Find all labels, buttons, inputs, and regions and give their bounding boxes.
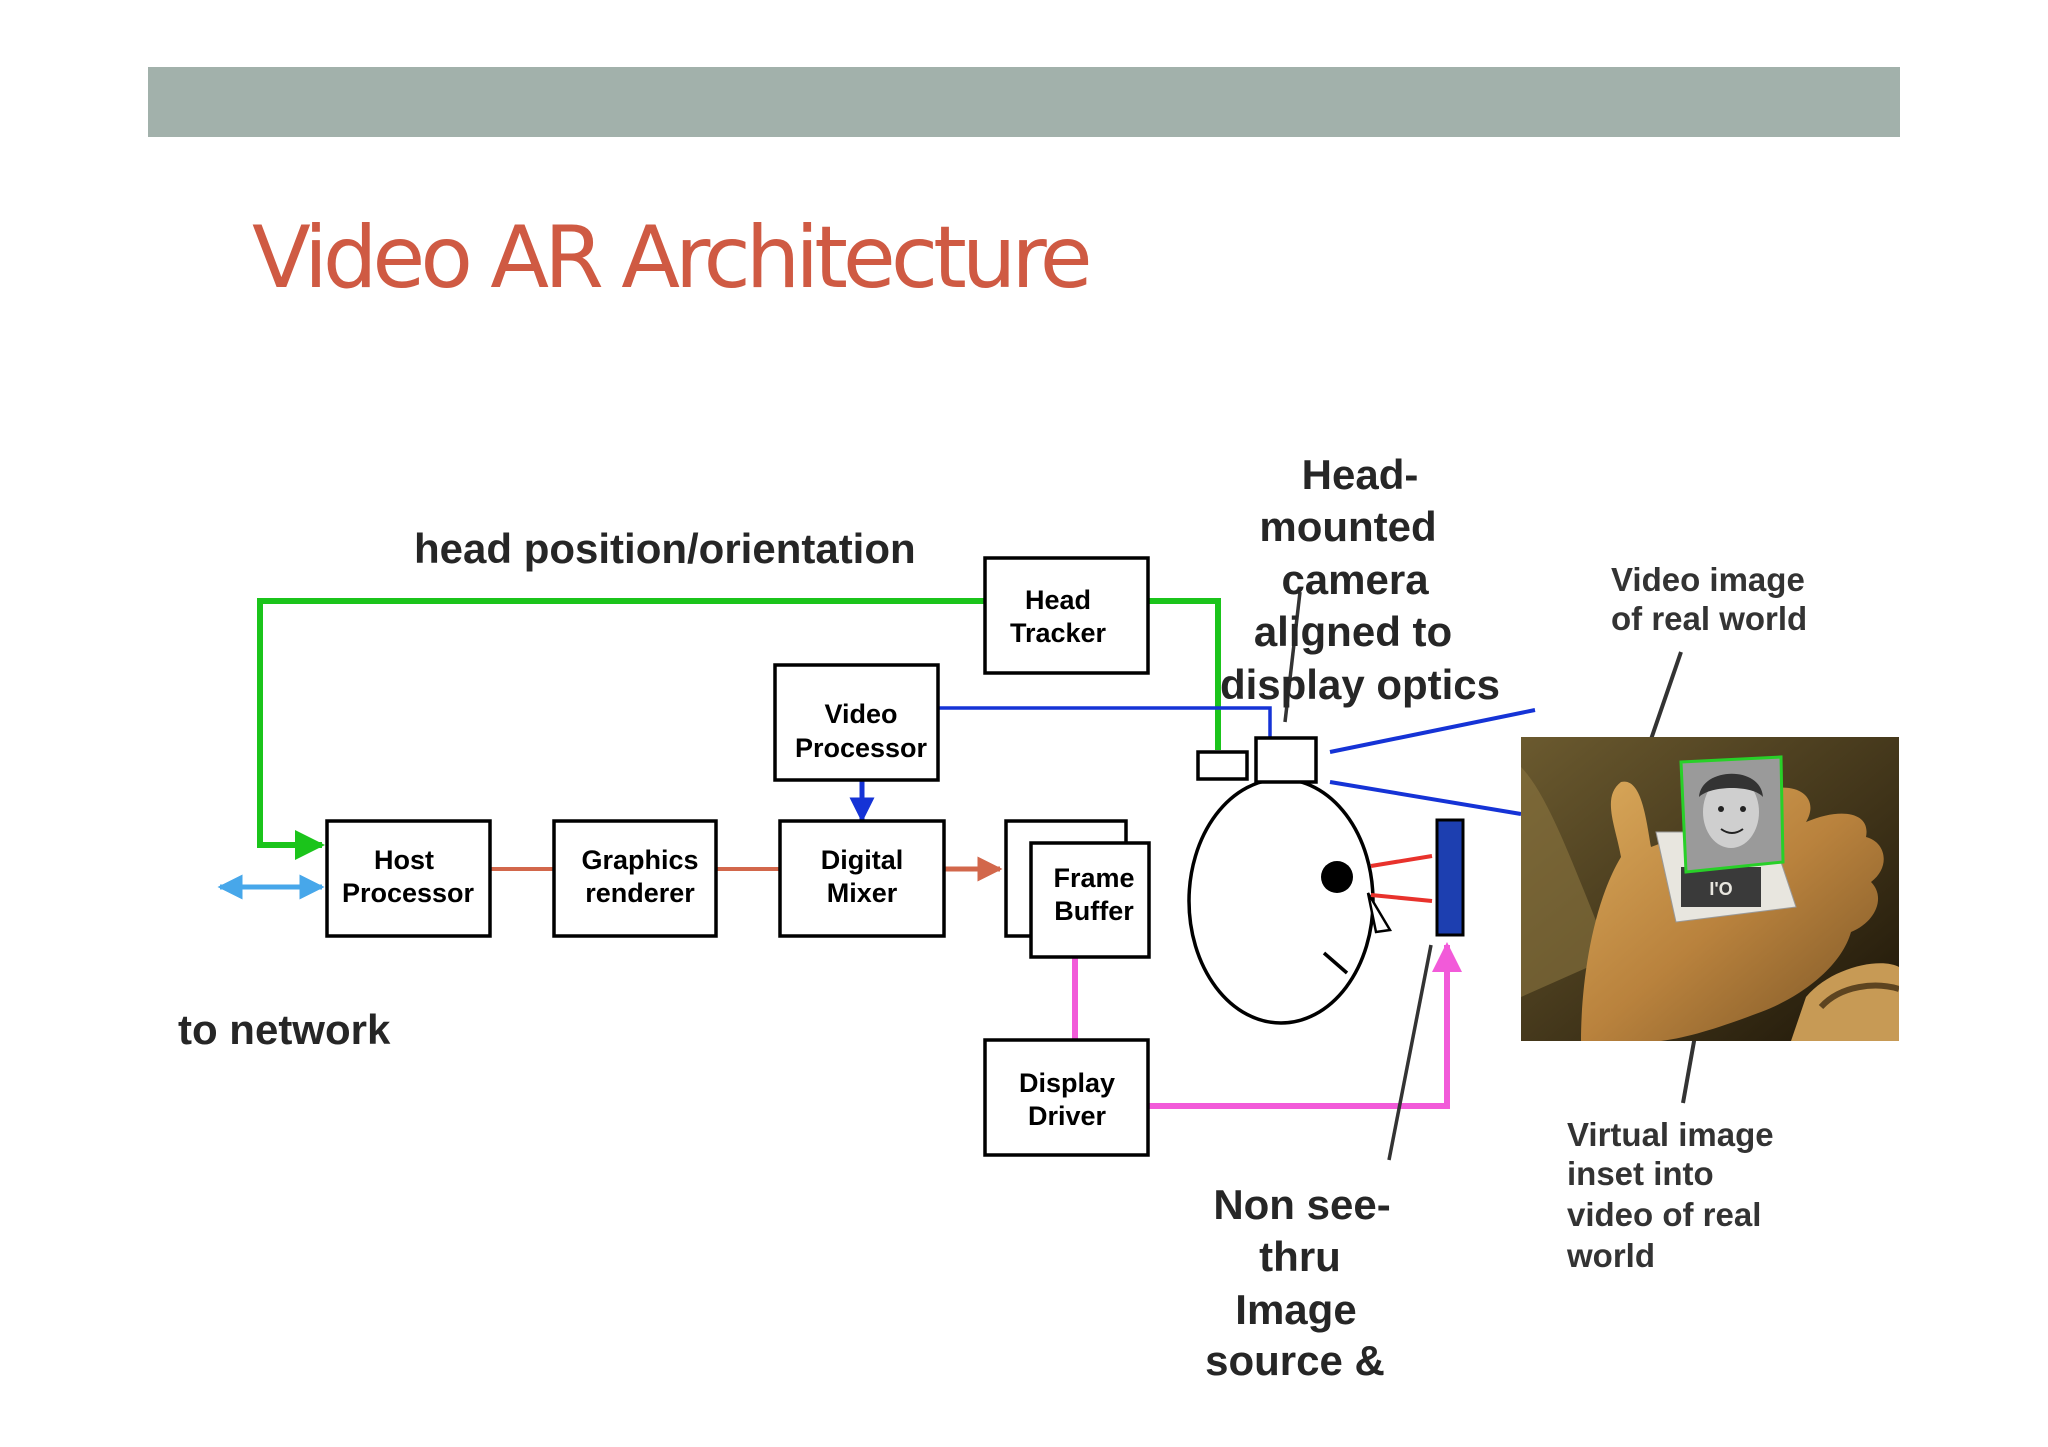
video-processor-label-2: Processor [795, 733, 928, 763]
camera-caption-line-1: Head- [1302, 451, 1419, 498]
camera-callout-line [1283, 591, 1302, 723]
virtual-image-caption-line-3: video of real [1567, 1196, 1761, 1233]
display-panel-icon [1435, 818, 1465, 937]
image-source-caption-line-3: Image [1235, 1286, 1356, 1333]
camera-caption-line-5: display optics [1220, 661, 1500, 708]
head-tracker-label-1: Head [1025, 585, 1091, 615]
head-tracker-label-2: Tracker [1010, 618, 1107, 648]
image-source-caption-line-4: source & [1205, 1337, 1385, 1384]
virtual-image-caption-line-4: world [1566, 1237, 1655, 1274]
digital-mixer-label-2: Mixer [827, 878, 898, 908]
hand-with-virtual-image-photo: I'O [1521, 737, 1899, 1041]
head-tracker-block: Head Tracker [983, 556, 1150, 675]
frame-buffer-block: Frame Buffer [1004, 819, 1151, 959]
image-source-caption: Non see- thru Image source & [1205, 1181, 1391, 1384]
camera-icon [1254, 736, 1318, 784]
graphics-renderer-label-2: renderer [585, 878, 695, 908]
digital-mixer-label-1: Digital [821, 845, 904, 875]
camera-caption-line-4: aligned to [1254, 608, 1452, 655]
camera-view-ray-bottom [1329, 780, 1522, 816]
video-image-caption-line-1: Video image [1611, 561, 1805, 598]
digital-mixer-block: Digital Mixer [778, 819, 946, 938]
video-processor-label-1: Video [824, 699, 897, 729]
to-network-caption: to network [178, 1006, 391, 1053]
eye-ray-top [1370, 854, 1433, 868]
frame-buffer-label-2: Buffer [1054, 896, 1134, 926]
graphics-renderer-label-1: Graphics [581, 845, 698, 875]
svg-text:I'O: I'O [1709, 879, 1732, 899]
eye-icon [1321, 861, 1353, 893]
image-source-callout-line [1387, 944, 1433, 1161]
virtual-image-caption-line-1: Virtual image [1567, 1116, 1774, 1153]
virtual-image-caption: Virtual image inset into video of real w… [1566, 1116, 1774, 1274]
video-image-caption: Video image of real world [1611, 561, 1807, 637]
slide-title: Video AR Architecture [252, 208, 1093, 308]
video-image-caption-line-2: of real world [1611, 600, 1807, 637]
eye-ray-bottom [1370, 893, 1433, 903]
display-driver-label-2: Driver [1028, 1101, 1107, 1131]
camera-caption-line-3: camera [1281, 556, 1429, 603]
tracker-to-sensor-line [1148, 598, 1221, 750]
camera-caption-line-2: mounted [1259, 503, 1436, 550]
camera-view-ray-top [1329, 708, 1536, 754]
tracking-line [257, 598, 985, 860]
host-processor-block: Host Processor [325, 819, 492, 938]
host-processor-label-2: Processor [342, 878, 475, 908]
camera-caption: Head- mounted camera aligned to display … [1220, 451, 1500, 708]
video-processor-block: Video Processor [773, 663, 940, 782]
tracker-sensor-icon [1196, 750, 1249, 781]
host-processor-label-1: Host [374, 845, 434, 875]
graphics-renderer-block: Graphics renderer [552, 819, 718, 938]
image-source-caption-line-2: thru [1259, 1233, 1341, 1280]
display-driver-block: Display Driver [983, 1038, 1150, 1157]
frame-buffer-label-1: Frame [1053, 863, 1134, 893]
driver-to-display-arrow [1148, 942, 1462, 1109]
video-feed-line [938, 706, 1272, 738]
virtual-image-caption-line-2: inset into [1567, 1155, 1714, 1192]
header-bar [148, 67, 1900, 137]
head-outline-icon [1187, 777, 1393, 1025]
display-driver-label-1: Display [1019, 1068, 1115, 1098]
image-source-caption-line-1: Non see- [1213, 1181, 1390, 1228]
head-position-caption: head position/orientation [414, 525, 916, 572]
